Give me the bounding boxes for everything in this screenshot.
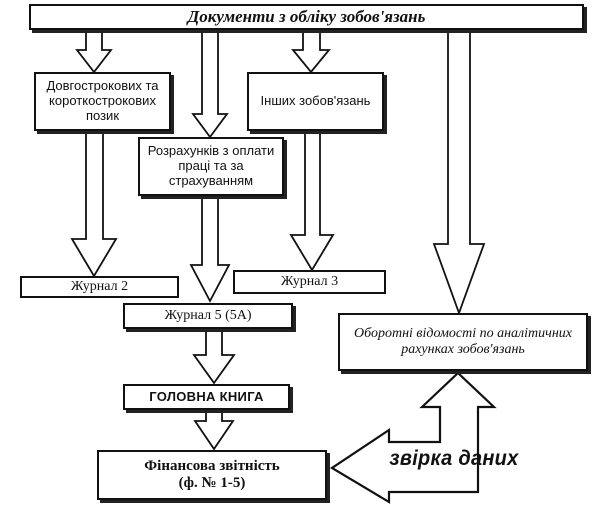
journal-2: Журнал 2	[20, 276, 179, 298]
journal-5: Журнал 5 (5А)	[123, 303, 293, 329]
page-title: Документи з обліку зобов'язань	[29, 4, 584, 30]
arrow-wages-to-journal5	[189, 195, 231, 303]
source-other: Інших зобов'язань	[247, 72, 384, 131]
report-title: Фінансова звітність	[144, 457, 280, 474]
arrow-title-to-turnover	[432, 29, 486, 316]
arrow-loans-to-journal2	[70, 130, 118, 278]
financial-statements: Фінансова звітність (ф. № 1-5)	[97, 450, 327, 500]
journal-3: Журнал 3	[233, 270, 386, 294]
turnover-sheets: Оборотні відомості по аналітичних рахунк…	[338, 313, 588, 371]
arrow-other-to-journal3	[289, 130, 335, 272]
arrow-ledger-to-report	[193, 409, 235, 451]
source-loans: Довгострокових та короткострокових позик	[34, 72, 171, 131]
arrow-title-to-wages	[191, 29, 229, 139]
reconcile-arrow	[329, 371, 497, 504]
arrow-title-to-loans	[75, 29, 113, 74]
source-wages: Розрахунків з оплати праці та за страхув…	[138, 137, 284, 196]
arrow-title-to-other	[291, 29, 331, 74]
general-ledger: ГОЛОВНА КНИГА	[123, 384, 290, 410]
reconcile-label: звірка даних	[389, 447, 519, 470]
report-forms: (ф. № 1-5)	[178, 475, 246, 491]
arrow-journal5-to-ledger	[192, 328, 236, 385]
